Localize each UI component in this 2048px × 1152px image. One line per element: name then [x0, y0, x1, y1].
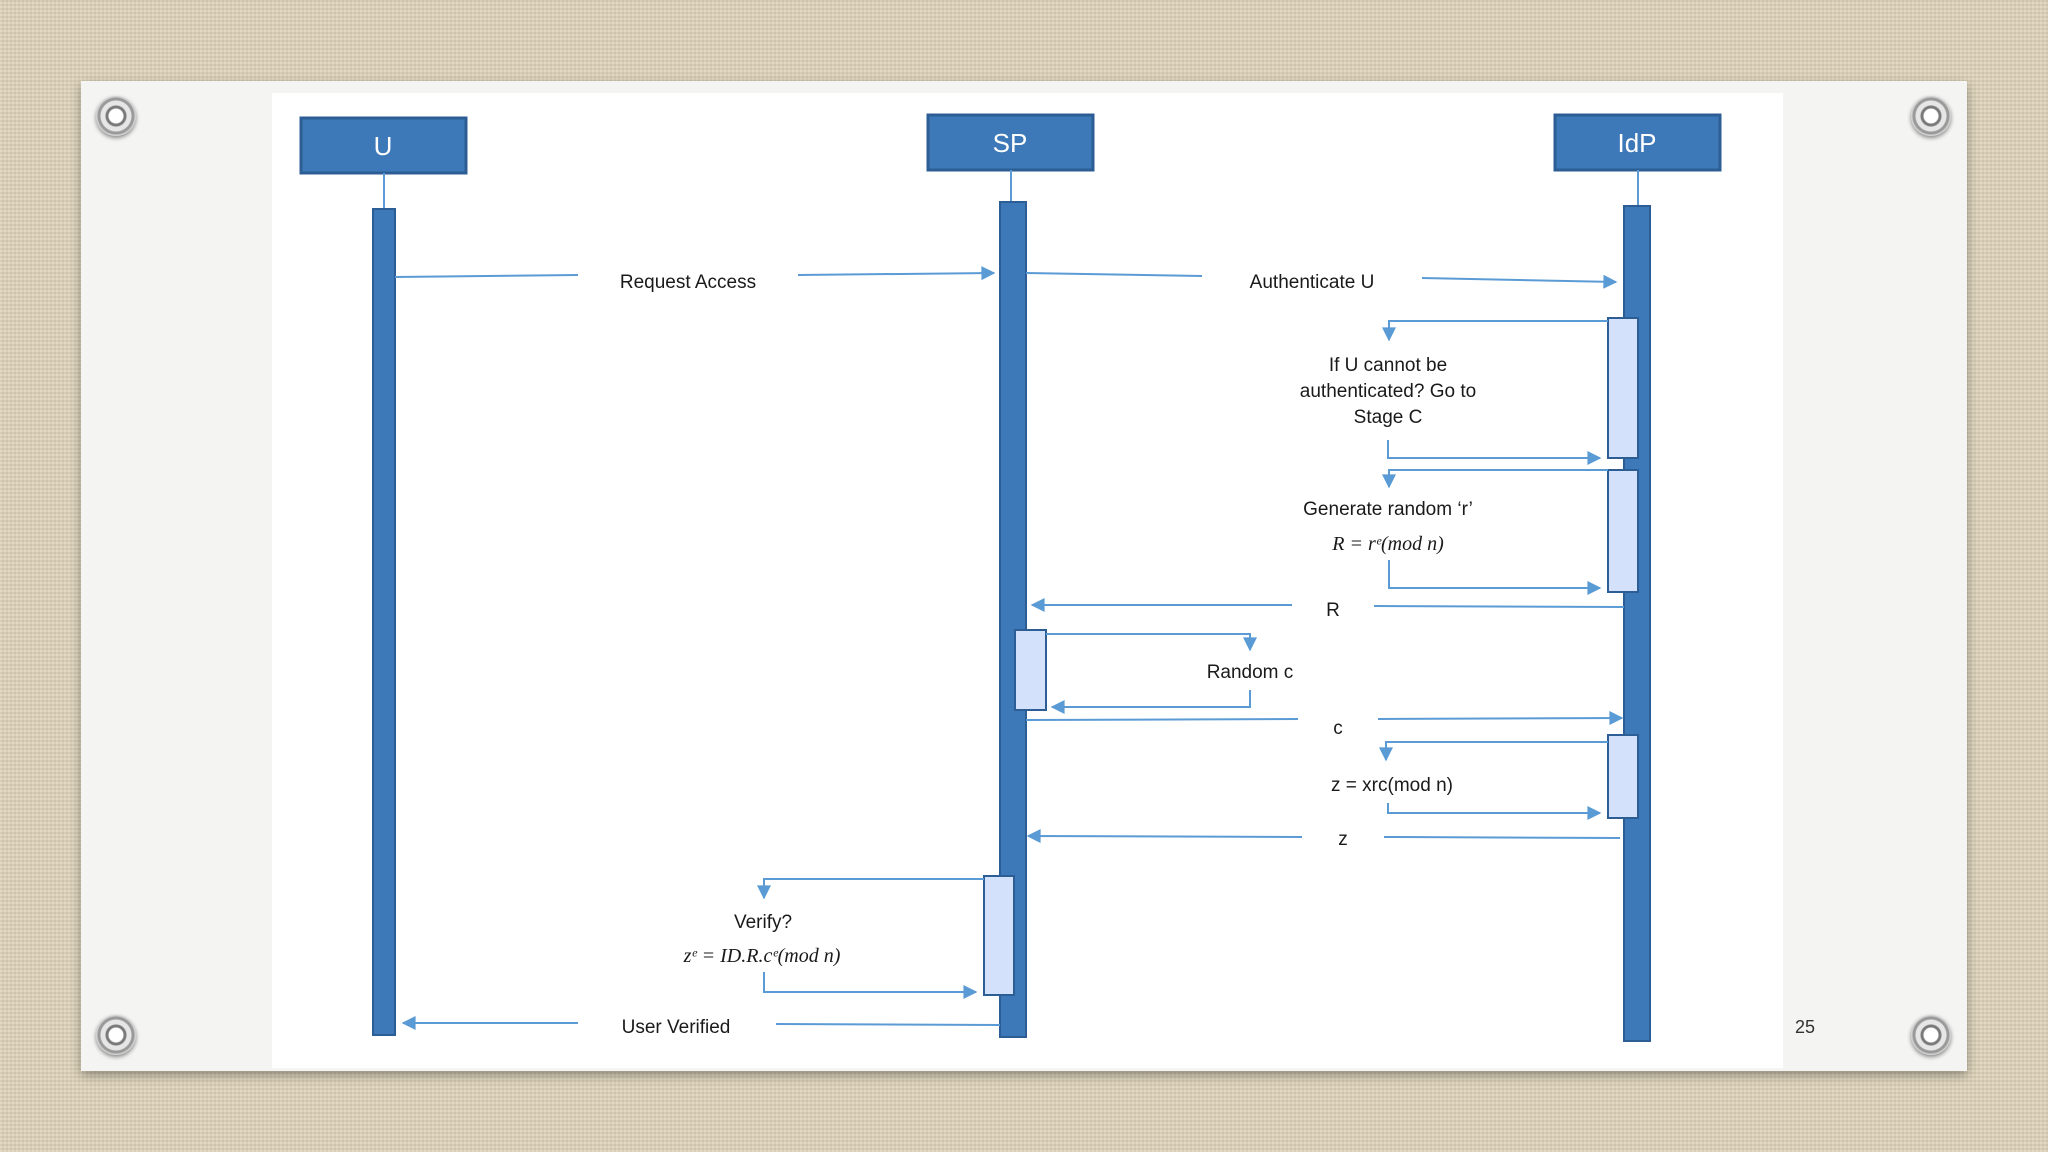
msg-z: z	[1338, 829, 1348, 850]
activation-sp-random-c	[1014, 629, 1047, 711]
formula-R: R = rᵉ(mod n)	[1331, 533, 1444, 555]
arrow-authenticate-head	[1421, 274, 1618, 289]
msg-generate-random: Generate random ‘r’	[1303, 499, 1473, 520]
arrow-authenticate-tail	[1025, 272, 1203, 277]
msg-random-c: Random c	[1207, 662, 1294, 683]
arrow-c-head	[1377, 711, 1624, 726]
lifeline-u	[372, 208, 396, 1036]
loop-auth-fail-return	[1387, 440, 1602, 465]
actor-sp: SP	[926, 113, 1095, 172]
loop-verify-return	[763, 972, 978, 999]
arrow-z-tail	[1383, 836, 1621, 839]
grommet-bottom-left	[96, 1015, 136, 1055]
actor-idp: IdP	[1553, 113, 1722, 172]
loop-generate-return	[1388, 560, 1602, 595]
arrow-request-access-head	[797, 266, 996, 281]
arrow-request-access-tail	[394, 274, 579, 278]
arrow-c-tail	[1025, 718, 1299, 721]
msg-c: c	[1333, 718, 1343, 739]
grommet-top-left	[96, 96, 136, 136]
activation-idp-random	[1607, 469, 1639, 593]
loop-random-c-return	[1050, 690, 1251, 714]
msg-authenticate-u: Authenticate U	[1250, 272, 1375, 293]
loop-z-return	[1387, 803, 1602, 820]
msg-R: R	[1326, 600, 1340, 621]
arrow-R-tail	[1373, 605, 1625, 608]
msg-user-verified: User Verified	[622, 1017, 731, 1038]
loop-generate-out	[1382, 469, 1608, 489]
loop-verify-out	[757, 878, 984, 900]
actor-u-label: U	[374, 131, 393, 161]
msg-request-access: Request Access	[620, 272, 756, 293]
actor-u: U	[299, 116, 468, 175]
msg-auth-fail-line3: Stage C	[1354, 407, 1423, 428]
formula-verify: zᵉ = ID.R.cᵉ(mod n)	[683, 945, 841, 967]
loop-random-c-out	[1046, 633, 1257, 652]
actor-sp-label: SP	[993, 128, 1028, 158]
actor-idp-label: IdP	[1617, 128, 1656, 158]
slide-number: 25	[1795, 1017, 1815, 1037]
slide	[272, 93, 1783, 1068]
msg-auth-fail-line2: authenticated? Go to	[1300, 381, 1476, 402]
arrow-z-head	[1026, 829, 1303, 844]
msg-auth-fail-line1: If U cannot be	[1329, 355, 1447, 376]
arrow-user-verified-tail	[775, 1023, 1001, 1026]
activation-sp-verify	[983, 875, 1015, 996]
activation-idp-z	[1607, 734, 1639, 819]
grommet-bottom-right	[1911, 1015, 1951, 1055]
loop-auth-fail-out	[1382, 320, 1608, 342]
msg-z-formula: z = xrc(mod n)	[1331, 775, 1453, 796]
activation-idp-auth	[1607, 317, 1639, 459]
loop-z-out	[1379, 741, 1608, 762]
grommet-top-right	[1911, 96, 1951, 136]
msg-verify: Verify?	[734, 912, 792, 933]
